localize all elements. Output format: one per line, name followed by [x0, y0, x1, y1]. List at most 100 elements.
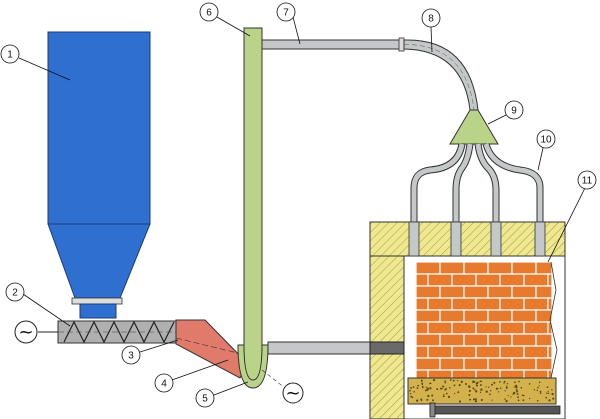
furnace-roof — [369, 221, 566, 257]
brick — [511, 285, 537, 299]
floor-pipe-flange — [429, 402, 436, 418]
bed-granule — [444, 380, 446, 382]
bed-granule — [548, 399, 551, 402]
bed-granule — [445, 392, 448, 395]
brick — [439, 333, 465, 347]
brick — [547, 321, 553, 335]
svg-text:1: 1 — [7, 50, 13, 61]
top-horizontal-pipe — [261, 39, 403, 50]
blower-motor — [282, 382, 304, 404]
callout-2: 2 — [5, 282, 25, 302]
svg-text:6: 6 — [206, 8, 212, 19]
brick — [535, 309, 553, 323]
brick — [427, 297, 453, 311]
bed-granule — [436, 388, 439, 391]
bed-granule — [545, 392, 548, 394]
brick — [535, 285, 553, 299]
svg-text:7: 7 — [283, 8, 289, 19]
bed-granule — [546, 386, 549, 389]
bed-granule — [503, 380, 506, 383]
brick — [463, 309, 489, 323]
brick — [415, 285, 441, 299]
callout-4: 4 — [154, 373, 174, 393]
furnace-left-wall — [369, 255, 405, 419]
bed-granule — [468, 389, 471, 392]
pipe-bend-centerline — [403, 44, 475, 111]
brick — [523, 273, 549, 287]
brick — [487, 357, 513, 371]
bed-granule — [497, 387, 499, 390]
brick — [487, 261, 513, 275]
brick — [535, 261, 553, 275]
brick — [463, 285, 489, 299]
bed-granule — [493, 381, 496, 384]
svg-text:3: 3 — [128, 351, 134, 362]
flow-distributor — [449, 109, 499, 145]
pipe-coupling — [398, 37, 405, 52]
bed-granule — [475, 390, 478, 393]
callout-9: 9 — [504, 100, 524, 120]
bed-granule — [517, 399, 520, 402]
callout-8: 8 — [421, 8, 441, 28]
bed-granule — [457, 391, 460, 394]
bed-granules — [409, 378, 555, 403]
bed-granule — [491, 399, 493, 401]
brick — [415, 309, 441, 323]
bed-granule — [536, 389, 539, 392]
bed-granule — [513, 381, 516, 384]
feeder-motor — [14, 320, 38, 344]
bed-granule — [505, 386, 508, 389]
lower-horizontal-pipe — [267, 341, 373, 355]
brick — [487, 285, 513, 299]
bed-granule — [515, 386, 518, 389]
bed-granule — [409, 392, 412, 395]
bed-granule — [545, 396, 548, 399]
bed-granule — [458, 400, 462, 403]
bed-granule — [522, 399, 525, 402]
brick — [547, 297, 553, 311]
bed-granule — [445, 387, 447, 390]
brick — [451, 273, 477, 287]
brick — [523, 297, 549, 311]
bed-granule — [421, 380, 423, 383]
blower-motor-symbol: ~ — [285, 383, 300, 404]
bed-granule — [485, 386, 487, 388]
furnace — [369, 221, 566, 419]
brick — [499, 273, 525, 287]
bed-granule — [518, 380, 520, 383]
svg-text:11: 11 — [582, 176, 593, 187]
riser-body — [243, 27, 263, 387]
bed-granule — [453, 384, 456, 387]
bed-granule — [499, 381, 501, 383]
brick — [547, 273, 553, 287]
bed-granule — [444, 381, 447, 384]
brick — [487, 333, 513, 347]
bed-granule — [491, 383, 493, 386]
bed-granule — [510, 396, 512, 398]
branch-pipe-1 — [410, 143, 466, 228]
bed-granule — [538, 381, 541, 384]
bed-granule — [517, 396, 519, 399]
bed-granule — [504, 398, 506, 400]
bed-granule — [417, 384, 420, 387]
brick — [415, 273, 429, 287]
brick — [451, 345, 477, 359]
bed-granule — [515, 389, 518, 391]
lower-pipe-inlet — [369, 341, 405, 355]
bed-granule — [523, 394, 525, 397]
bed-granule — [460, 380, 463, 383]
bed-granule — [516, 393, 519, 396]
branch-pipes — [410, 142, 544, 228]
brick — [439, 285, 465, 299]
bed-granule — [453, 392, 456, 395]
bed-granule — [551, 393, 554, 396]
roof-port-2 — [450, 221, 462, 257]
callout-3: 3 — [121, 345, 141, 365]
bed-granule — [475, 398, 477, 400]
brick-charge — [415, 261, 553, 383]
bed-granule — [506, 382, 509, 385]
brick — [511, 261, 537, 275]
bed-granule — [489, 393, 491, 396]
bed-granule — [480, 388, 483, 391]
brick — [487, 309, 513, 323]
